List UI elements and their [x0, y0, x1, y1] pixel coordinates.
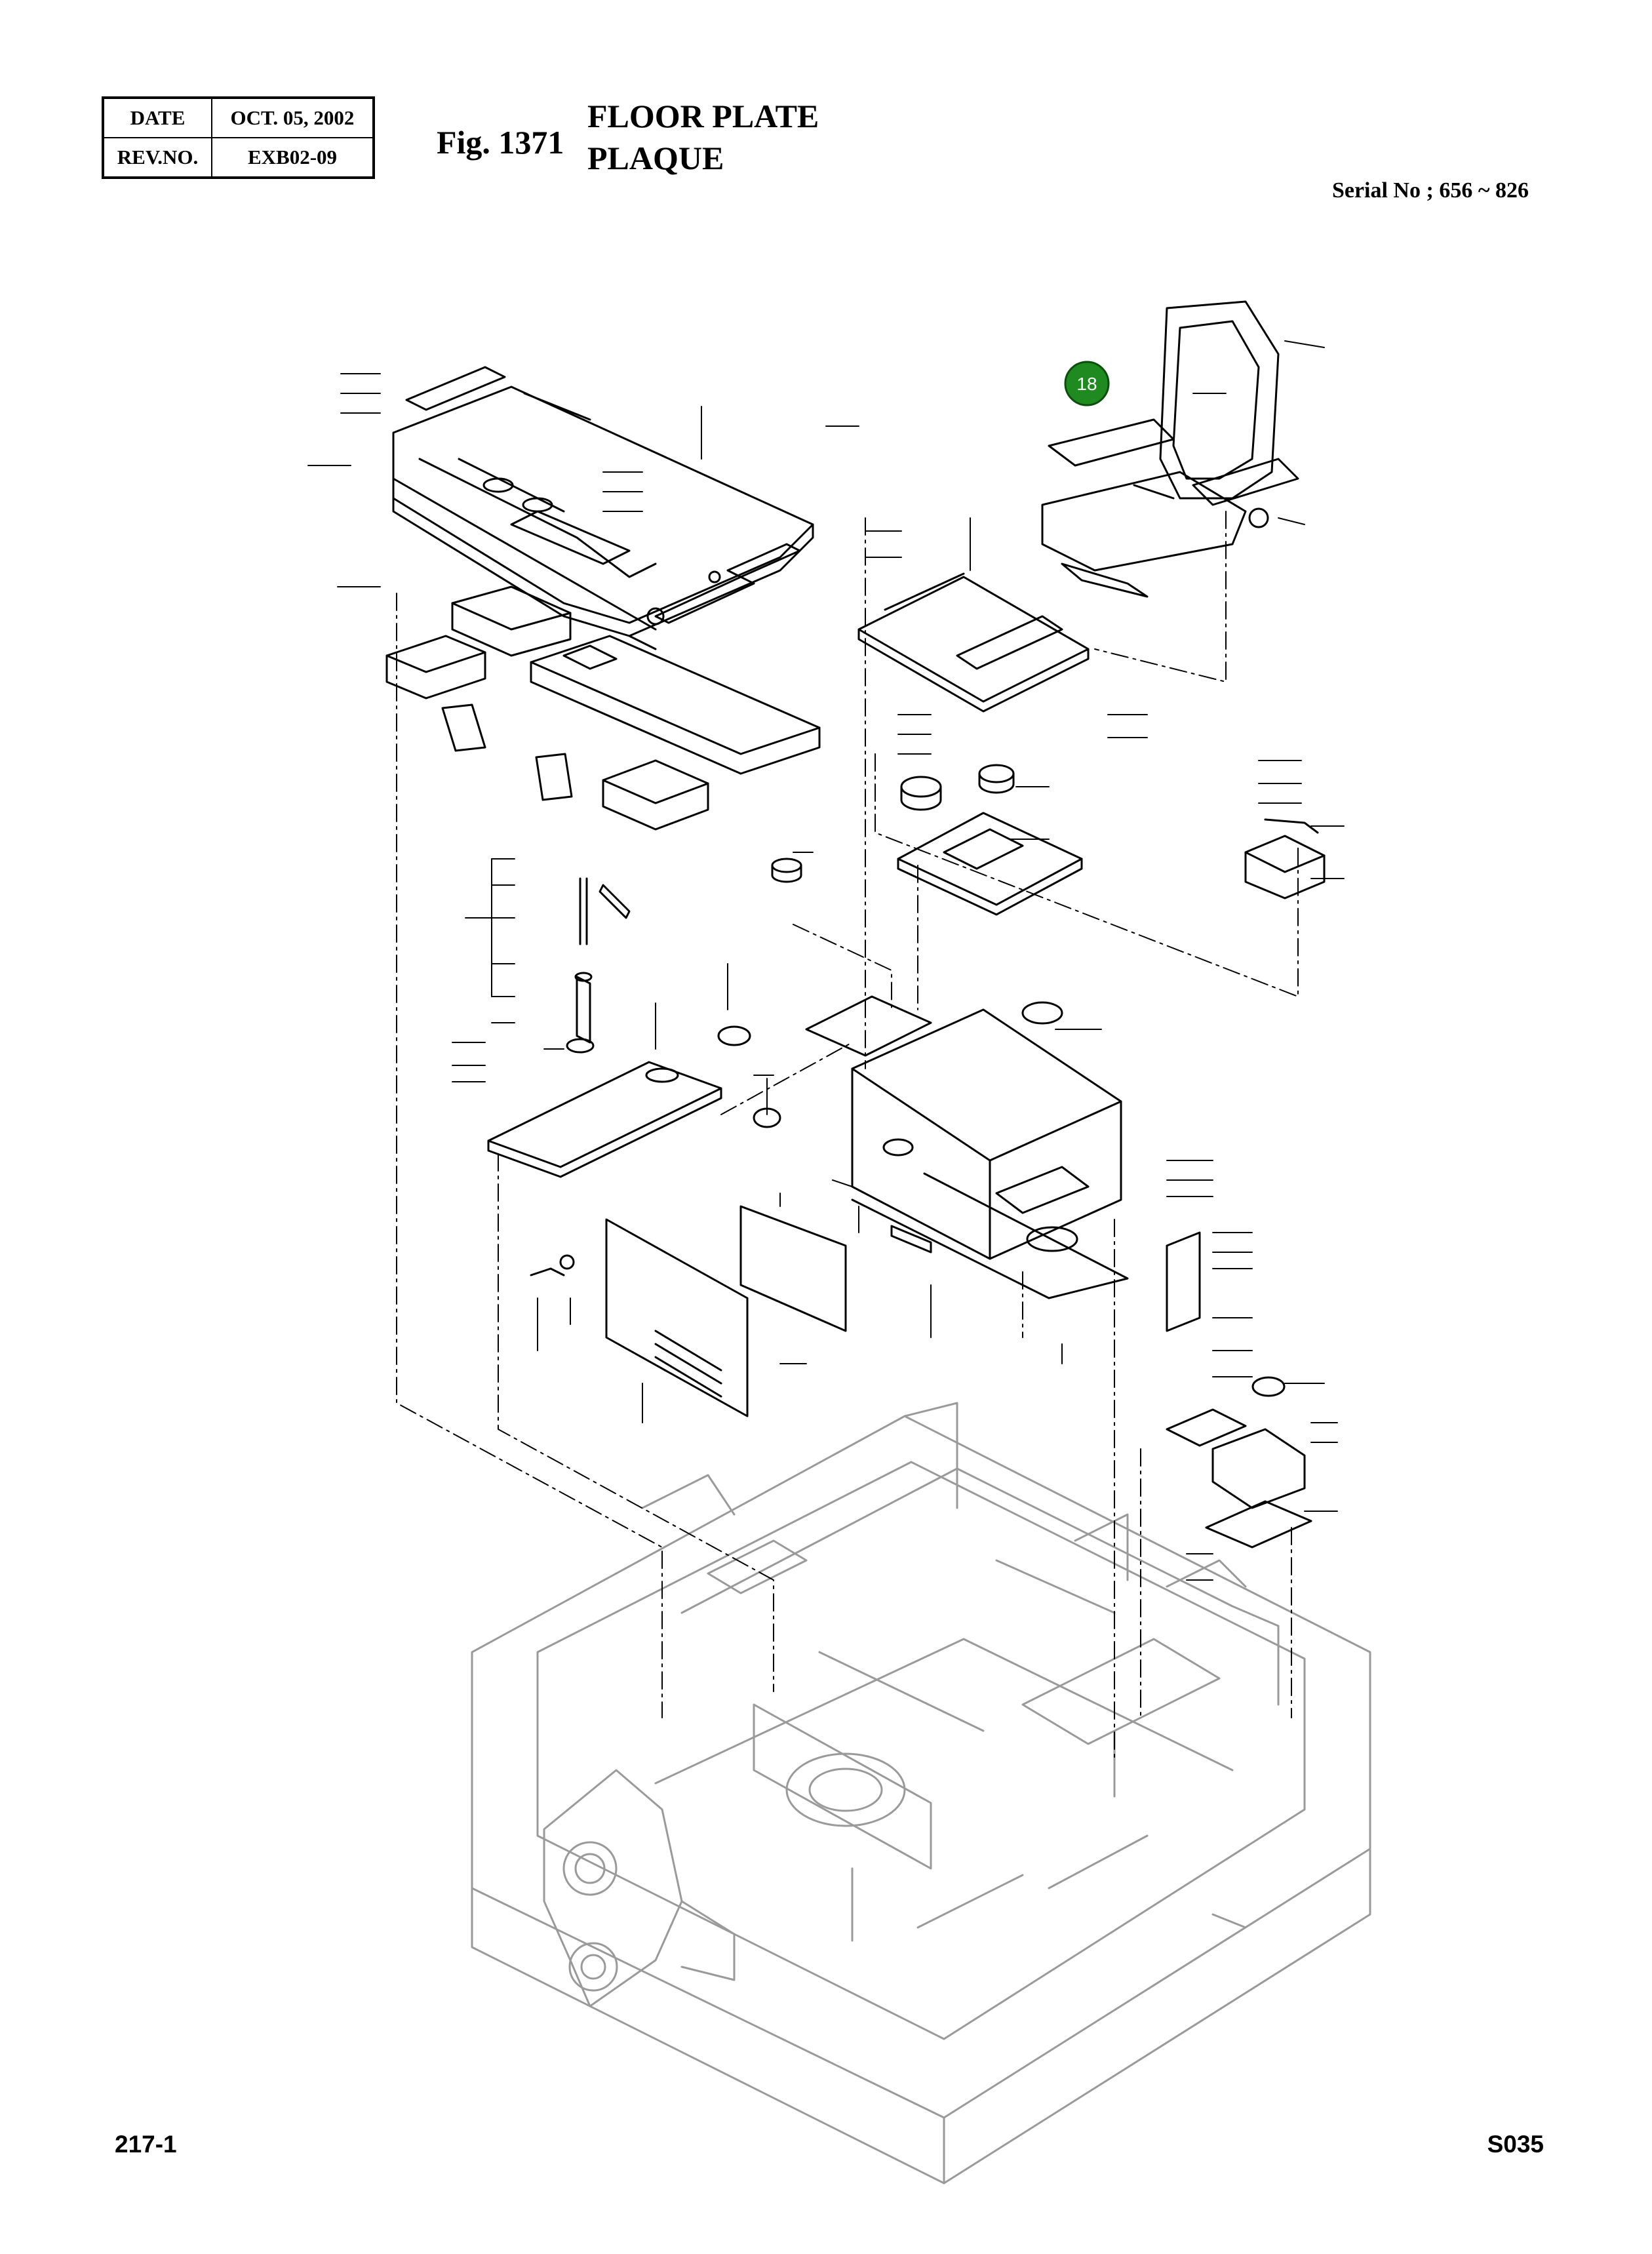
assembly-lines	[396, 511, 1299, 1758]
figure-number: Fig. 1371	[437, 124, 564, 161]
cabin-base-part	[805, 995, 1129, 1299]
rod-assembly-part	[574, 877, 631, 1044]
page-number: 217-1	[115, 2131, 177, 2158]
upper-frame-ghost	[471, 1402, 1371, 2185]
floor-mats-part	[385, 585, 821, 831]
rev-value: EXB02-09	[211, 137, 374, 178]
date-label: DATE	[102, 97, 212, 138]
revision-info-table: DATE OCT. 05, 2002 REV.NO. EXB02-09	[102, 96, 375, 179]
side-cover-part	[530, 1205, 847, 1417]
title-english: FLOOR PLATE	[587, 98, 819, 134]
callout-18-label: 18	[1076, 374, 1097, 394]
adapter-plate-part	[771, 764, 1083, 916]
seat-bracket-part	[857, 572, 1090, 713]
valve-bracket-part	[1166, 1231, 1312, 1549]
relay-box-part	[1244, 818, 1326, 900]
leader-lines	[307, 340, 1345, 1581]
callout-18-circle	[1064, 361, 1110, 406]
floor-plate-part	[392, 366, 814, 650]
operator-seat-part	[1041, 300, 1299, 598]
lower-cover-part	[487, 1025, 781, 1178]
rev-label: REV.NO.	[102, 137, 212, 178]
date-value: OCT. 05, 2002	[211, 97, 374, 138]
serial-range: Serial No ; 656 ~ 826	[1331, 178, 1529, 203]
title-french: PLAQUE	[587, 140, 724, 176]
document-code: S035	[1487, 2131, 1544, 2158]
